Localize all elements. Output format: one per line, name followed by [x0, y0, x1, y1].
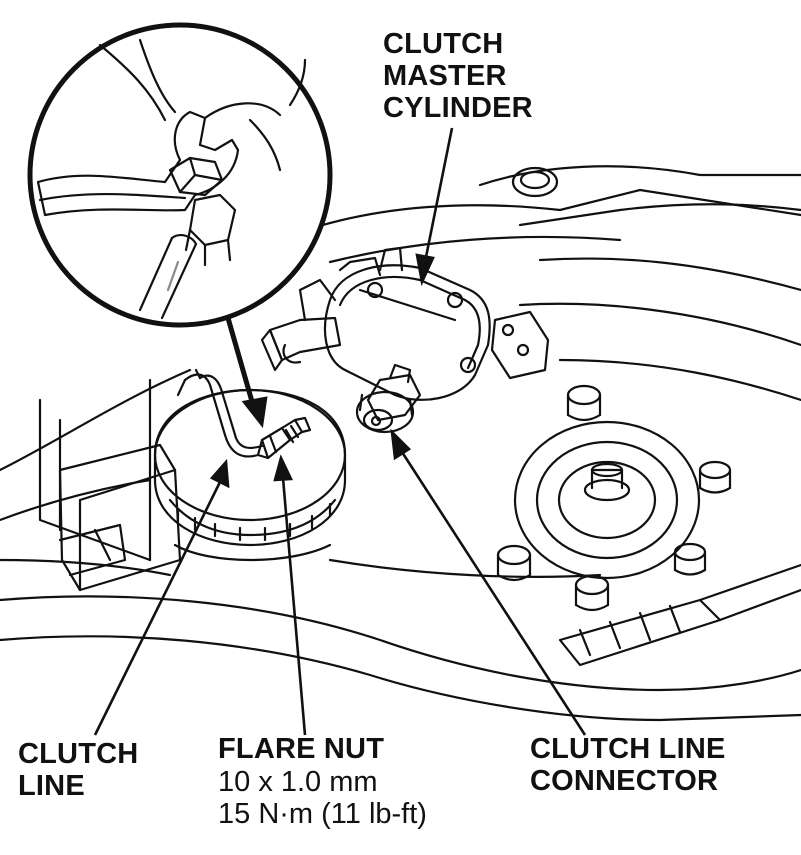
flare-nut-torque: 15 N·m (11 lb-ft) — [218, 798, 427, 830]
body-panel-lines — [0, 165, 801, 722]
wrench-shape — [36, 38, 307, 217]
master-cylinder-pushrod — [260, 278, 342, 372]
label-clutch-master-cylinder: CLUTCH MASTER CYLINDER — [383, 28, 533, 124]
left-component — [58, 443, 182, 592]
label-line: CLUTCH — [383, 28, 504, 60]
label-line: CYLINDER — [383, 92, 533, 124]
label-flare-nut: FLARE NUT — [218, 733, 384, 765]
strut-bolts — [496, 384, 732, 612]
grommet — [511, 166, 559, 198]
inset-flare-nut — [168, 156, 237, 267]
strut-mount — [513, 420, 701, 580]
reservoir — [153, 388, 347, 562]
label-line: FLARE NUT — [218, 733, 385, 765]
label-line: MASTER — [383, 60, 507, 92]
flare-nut-arrow — [273, 454, 307, 736]
detail-inset — [27, 22, 333, 328]
inset-clutch-line — [138, 234, 198, 320]
label-line: CLUTCH LINE — [530, 733, 726, 765]
clutch-line-arrow — [93, 458, 230, 736]
label-line: CLUTCH — [18, 738, 139, 770]
clutch-line-tube — [176, 368, 264, 458]
mounting-bracket — [490, 310, 550, 380]
flare-nut-size: 10 x 1.0 mm — [218, 766, 378, 798]
label-line: CONNECTOR — [530, 765, 719, 797]
clutch-line-connector — [355, 363, 422, 434]
flare-nut — [256, 416, 312, 460]
inset-pointer-arrow — [225, 317, 268, 429]
label-line: LINE — [18, 770, 85, 802]
leader-arrows — [93, 127, 587, 736]
master-cylinder-body — [323, 246, 491, 401]
wiring-harness — [558, 563, 801, 667]
label-clutch-line: CLUTCH LINE — [18, 738, 138, 802]
connector-arrow — [390, 428, 587, 736]
label-clutch-line-connector: CLUTCH LINE CONNECTOR — [530, 733, 726, 797]
master-cylinder-arrow — [415, 127, 454, 287]
